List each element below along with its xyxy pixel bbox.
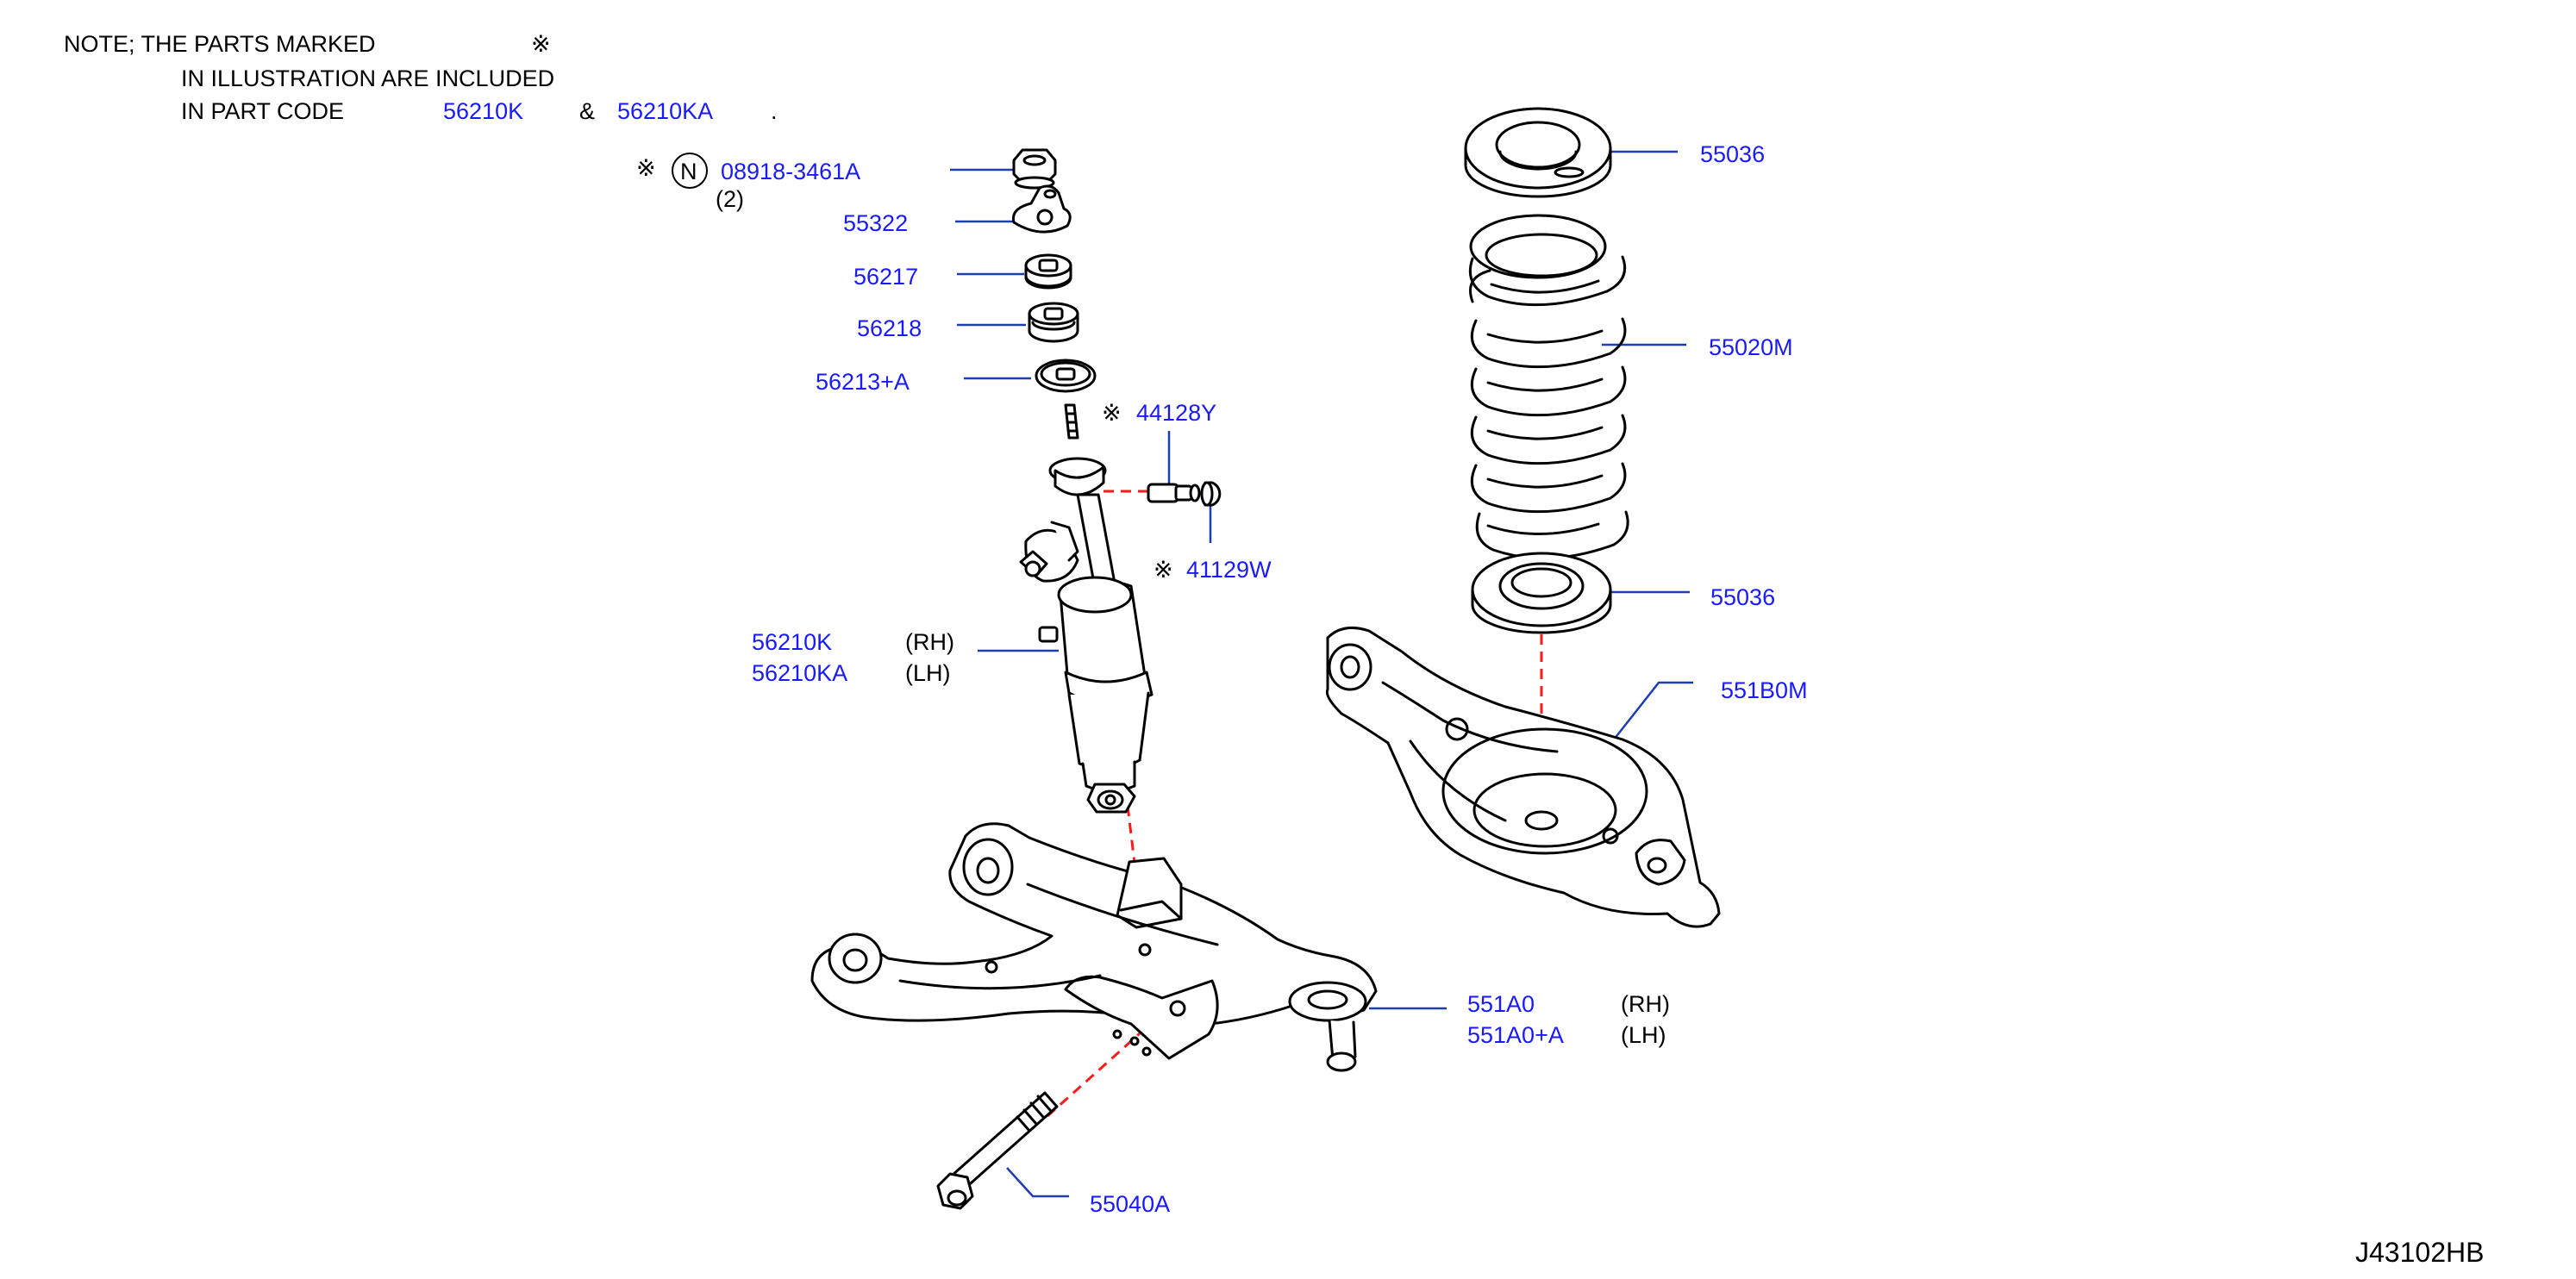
diagram-code: J43102HB [2355, 1237, 2484, 1268]
label-44128y[interactable]: 44128Y [1136, 400, 1216, 426]
note-line-1: NOTE; THE PARTS MARKED [64, 31, 376, 57]
washer-56213[interactable] [1035, 359, 1097, 393]
label-55020m[interactable]: 55020M [1709, 334, 1793, 360]
cap-41129w[interactable] [1200, 481, 1222, 507]
leader-551b0m [1613, 681, 1693, 740]
label-551a0-rh: (RH) [1621, 991, 1670, 1017]
label-08918-qty: (2) [716, 186, 744, 212]
lower-link-551b0m[interactable] [1325, 626, 1721, 928]
label-41129w[interactable]: 41129W [1186, 557, 1272, 583]
coil-spring-55020m[interactable] [1468, 214, 1629, 560]
label-56210ka[interactable]: 56210KA [752, 660, 847, 686]
note-period: . [771, 98, 778, 124]
label-56217[interactable]: 56217 [853, 264, 918, 290]
label-55040a[interactable]: 55040A [1090, 1191, 1170, 1217]
label-551a0[interactable]: 551A0 [1467, 991, 1535, 1017]
note-code-56210ka[interactable]: 56210KA [617, 98, 713, 124]
mark-symbol-08918: ※ [636, 155, 656, 181]
note-ampersand: & [579, 98, 595, 124]
leader-55040a [1006, 1167, 1069, 1198]
note-line-3: IN PART CODE [181, 98, 344, 124]
nut-08918[interactable] [1012, 148, 1057, 190]
label-56213-a[interactable]: 56213+A [816, 369, 910, 395]
shock-absorber-56210k[interactable] [1019, 403, 1154, 814]
label-56210k[interactable]: 56210K [752, 629, 832, 655]
n-circle-letter: N [680, 159, 697, 184]
note-mark-symbol: ※ [531, 31, 551, 57]
mark-symbol-41129w: ※ [1154, 557, 1173, 583]
note-line-2: IN ILLUSTRATION ARE INCLUDED [181, 66, 554, 91]
label-56210k-rh: (RH) [905, 629, 954, 655]
bushing-56217[interactable] [1024, 253, 1072, 290]
label-551a0-a[interactable]: 551A0+A [1467, 1022, 1564, 1048]
note-code-56210k[interactable]: 56210K [443, 98, 523, 124]
bolt-55040a[interactable] [936, 1091, 1059, 1210]
mark-symbol-44128y: ※ [1102, 400, 1122, 426]
bushing-56218[interactable] [1028, 302, 1079, 343]
n-circle-icon [672, 153, 708, 189]
label-56210ka-lh: (LH) [905, 660, 951, 686]
bracket-55322[interactable] [1011, 184, 1072, 234]
label-08918-3461a[interactable]: 08918-3461A [721, 159, 860, 184]
spring-seat-55036-bottom[interactable] [1471, 552, 1612, 634]
note-block: NOTE; THE PARTS MARKED ※ IN ILLUSTRATION… [64, 31, 778, 124]
label-56218[interactable]: 56218 [857, 315, 922, 341]
spring-seat-55036-top[interactable] [1464, 107, 1612, 198]
label-551a0-a-lh: (LH) [1621, 1022, 1666, 1048]
label-55322[interactable]: 55322 [843, 210, 908, 236]
bushing-44128y[interactable] [1147, 483, 1201, 503]
label-55036-bottom[interactable]: 55036 [1710, 584, 1775, 610]
upper-arm-551a0[interactable] [810, 822, 1378, 1072]
label-55036-top[interactable]: 55036 [1700, 141, 1765, 167]
label-551b0m[interactable]: 551B0M [1721, 677, 1808, 703]
part-labels: ※ N 08918-3461A (2) 55322 56217 56218 56… [636, 141, 1808, 1217]
